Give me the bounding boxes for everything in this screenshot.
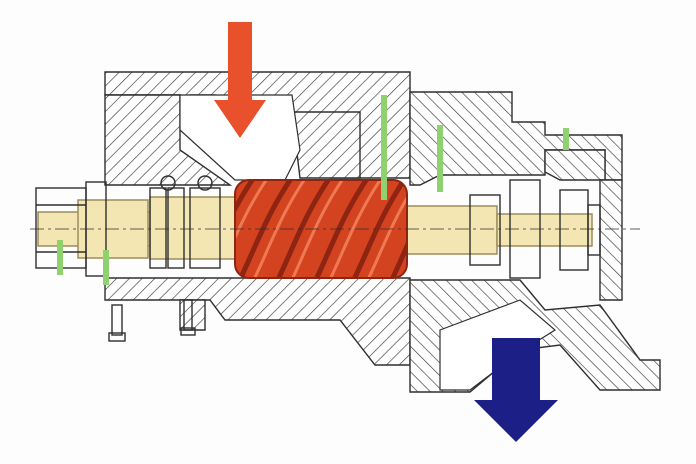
right-shaft: [496, 213, 593, 247]
left-bearing: [149, 175, 221, 269]
left-seal-sleeve: [149, 196, 236, 260]
rotor-lobe: [308, 180, 376, 278]
lubrication-lines: [57, 95, 569, 285]
outlet-arrow-down-blue-icon: [474, 338, 558, 442]
inlet-arrow-down-red-icon: [214, 22, 266, 138]
rotor-lobe: [235, 180, 262, 278]
rotor-lobe: [346, 180, 407, 278]
rotor-lobe-highlight: [285, 180, 351, 278]
screw-rotor: [234, 179, 408, 279]
rotor-lobe-highlight: [235, 180, 275, 278]
bolts: [108, 299, 196, 342]
rotor-lobe: [384, 180, 407, 278]
rotor-lobe-highlight: [323, 180, 389, 278]
right-bearing-sleeve: [404, 205, 498, 255]
rotor-lobe-highlight: [247, 180, 313, 278]
rotor-lobe-highlight: [361, 180, 407, 278]
rotor-lobe: [270, 180, 338, 278]
